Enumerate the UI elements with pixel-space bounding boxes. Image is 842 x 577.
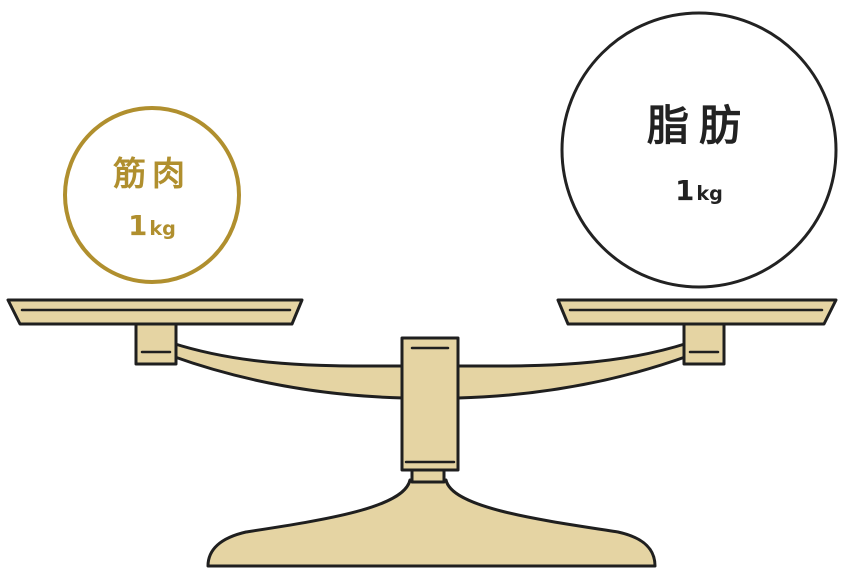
fat-weight-value: 1 xyxy=(675,174,695,207)
fat-weight-unit: kg xyxy=(696,182,723,205)
muscle-weight-value: 1 xyxy=(128,209,148,242)
right-pan xyxy=(556,298,838,326)
muscle-circle xyxy=(63,106,241,284)
left-pan xyxy=(6,298,304,326)
right-pan-support xyxy=(682,322,726,366)
scale-body xyxy=(6,298,838,568)
muscle-weight-unit: kg xyxy=(149,217,176,240)
left-pan-support xyxy=(134,322,178,366)
muscle-label: 筋肉 xyxy=(113,154,191,193)
scale-details xyxy=(20,308,824,464)
scale-base xyxy=(206,478,657,568)
fat-label: 脂肪 xyxy=(646,101,751,150)
center-column xyxy=(400,336,460,472)
fat-circle xyxy=(560,11,838,289)
